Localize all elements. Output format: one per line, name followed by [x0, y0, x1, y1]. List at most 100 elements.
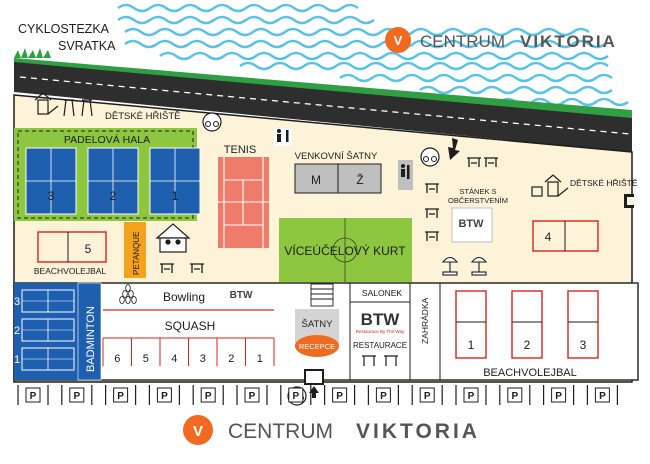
squash-court-number: 6: [114, 353, 120, 365]
padel-hall-title: PADELOVÁ HALA: [64, 133, 150, 146]
bike-parking-icon-2: [420, 147, 440, 167]
shelter-icon: [155, 223, 191, 253]
beach-court: [511, 290, 543, 359]
toilet-icon-tennis: [274, 128, 292, 146]
main-entrance-icon: [304, 369, 324, 398]
beach-court: [567, 290, 599, 359]
playground-icon: [34, 92, 93, 117]
multipurpose-court-title: VÍCEÚČELOVÝ KURT: [284, 243, 406, 258]
parking-space: P: [148, 385, 180, 405]
brand-bottom: V CENTRUM VIKTORIA: [183, 415, 480, 445]
beach-court-4-number: 4: [545, 230, 552, 244]
petanque-label: PETANQUE: [132, 232, 141, 275]
beach-left-label: BEACHVOLEJBAL: [34, 266, 107, 276]
parking-space: P: [367, 385, 399, 405]
parking-space: P: [192, 385, 224, 405]
squash-court-number: 2: [228, 353, 234, 365]
svg-text:P: P: [30, 391, 37, 402]
picnic-table-icon: [160, 263, 174, 273]
beach-court-number: 3: [580, 338, 587, 352]
river-label: SVRATKA: [58, 39, 116, 53]
restaurant-tables-icon: [362, 355, 398, 366]
picnic-table-icon: [425, 208, 439, 218]
parking-space: P: [586, 385, 618, 405]
parking-space: P: [455, 385, 487, 405]
restaurant-label: RESTAURACE: [353, 341, 407, 350]
svg-text:P: P: [292, 391, 299, 402]
svg-text:P: P: [73, 391, 80, 402]
road: [14, 62, 632, 152]
beach-court-4: [532, 220, 599, 252]
changing-women: Ž: [356, 172, 363, 187]
squash-title: SQUASH: [165, 319, 216, 333]
squash-court-number: 3: [200, 353, 206, 365]
picnic-table-icon: [425, 231, 439, 241]
multipurpose-court: [279, 218, 412, 282]
kiosk-line1: STÁNEK S: [459, 187, 496, 196]
brand-logo-icon: [385, 27, 411, 53]
brand-word2: VIKTORIA: [520, 32, 617, 51]
kiosk-building: [451, 207, 493, 243]
btw-logo-bowling: BTW: [230, 290, 253, 301]
brand-logo-icon-bottom: [183, 415, 213, 445]
restaurant-tagline: Restaurace By The Way: [356, 329, 405, 334]
picnic-table-icon: [484, 157, 498, 167]
outdoor-changing-rooms: [294, 163, 382, 194]
inner-changing-label: ŠATNY: [302, 319, 334, 330]
kiosk-line2: OBČERSTVENÍM: [448, 196, 508, 205]
svg-text:P: P: [599, 391, 606, 402]
petanque-area: [124, 222, 146, 278]
brand-word1: CENTRUM: [420, 32, 505, 51]
padel-court-number: 1: [172, 189, 179, 203]
parking-space: P: [411, 385, 443, 405]
brand-top: V CENTRUM VIKTORIA: [385, 27, 617, 53]
svg-text:P: P: [511, 391, 518, 402]
entrance-right-icon: [624, 194, 634, 208]
tennis-court: [218, 157, 269, 248]
svg-text:P: P: [161, 391, 168, 402]
picnic-table-icon: [425, 183, 439, 193]
reception: [295, 335, 339, 357]
squash-court-number: 1: [257, 353, 263, 365]
svg-text:P: P: [205, 391, 212, 402]
svg-text:P: P: [380, 391, 387, 402]
outdoor-changing-title: VENKOVNÍ ŠATNY: [295, 151, 378, 162]
squash-court-number: 4: [171, 353, 177, 365]
parking-space: P: [543, 385, 575, 405]
badminton-court-number: 1: [14, 354, 20, 366]
parking-space: P: [17, 385, 49, 405]
beach-court-5-number: 5: [85, 242, 92, 256]
picnic-table-icon: [467, 157, 481, 167]
river-svratka: [117, 3, 629, 107]
svg-text:P: P: [249, 391, 256, 402]
bike-parking-icon: [202, 112, 222, 132]
cycle-path-label: CYKLOSTEZKA: [18, 22, 110, 36]
playground-label-right: DĚTSKÉ HŘIŠTĚ: [570, 178, 638, 188]
badminton-courts: 321: [14, 289, 75, 371]
parking-space: P: [61, 385, 93, 405]
parking-space: P: [236, 385, 268, 405]
svg-text:P: P: [336, 391, 343, 402]
entrance-arrow-icon: [448, 138, 460, 160]
bowling-pins-icon: [119, 284, 137, 304]
brand-word1-bottom: CENTRUM: [228, 420, 333, 443]
playground-icon-right: [531, 174, 569, 197]
toilet-icon-kiosk: [398, 160, 413, 190]
beach-court-number: 1: [468, 338, 475, 352]
padel-court-number: 2: [110, 189, 117, 203]
garden-label: ZAHRÁDKA: [420, 297, 430, 344]
beach-right-label: BEACHVOLEJBAL: [483, 367, 577, 379]
bowling-label: Bowling: [163, 290, 205, 304]
beach-court-number: 2: [524, 338, 531, 352]
salonek-label: SALONEK: [362, 288, 402, 298]
beach-court: [455, 290, 487, 359]
parking-space: P: [280, 385, 312, 405]
changing-men: M: [311, 173, 321, 187]
brand-word2-bottom: VIKTORIA: [356, 420, 480, 443]
badminton-hall: [14, 282, 102, 381]
tennis-title: TENIS: [224, 144, 256, 156]
badminton-court-number: 2: [14, 325, 20, 337]
